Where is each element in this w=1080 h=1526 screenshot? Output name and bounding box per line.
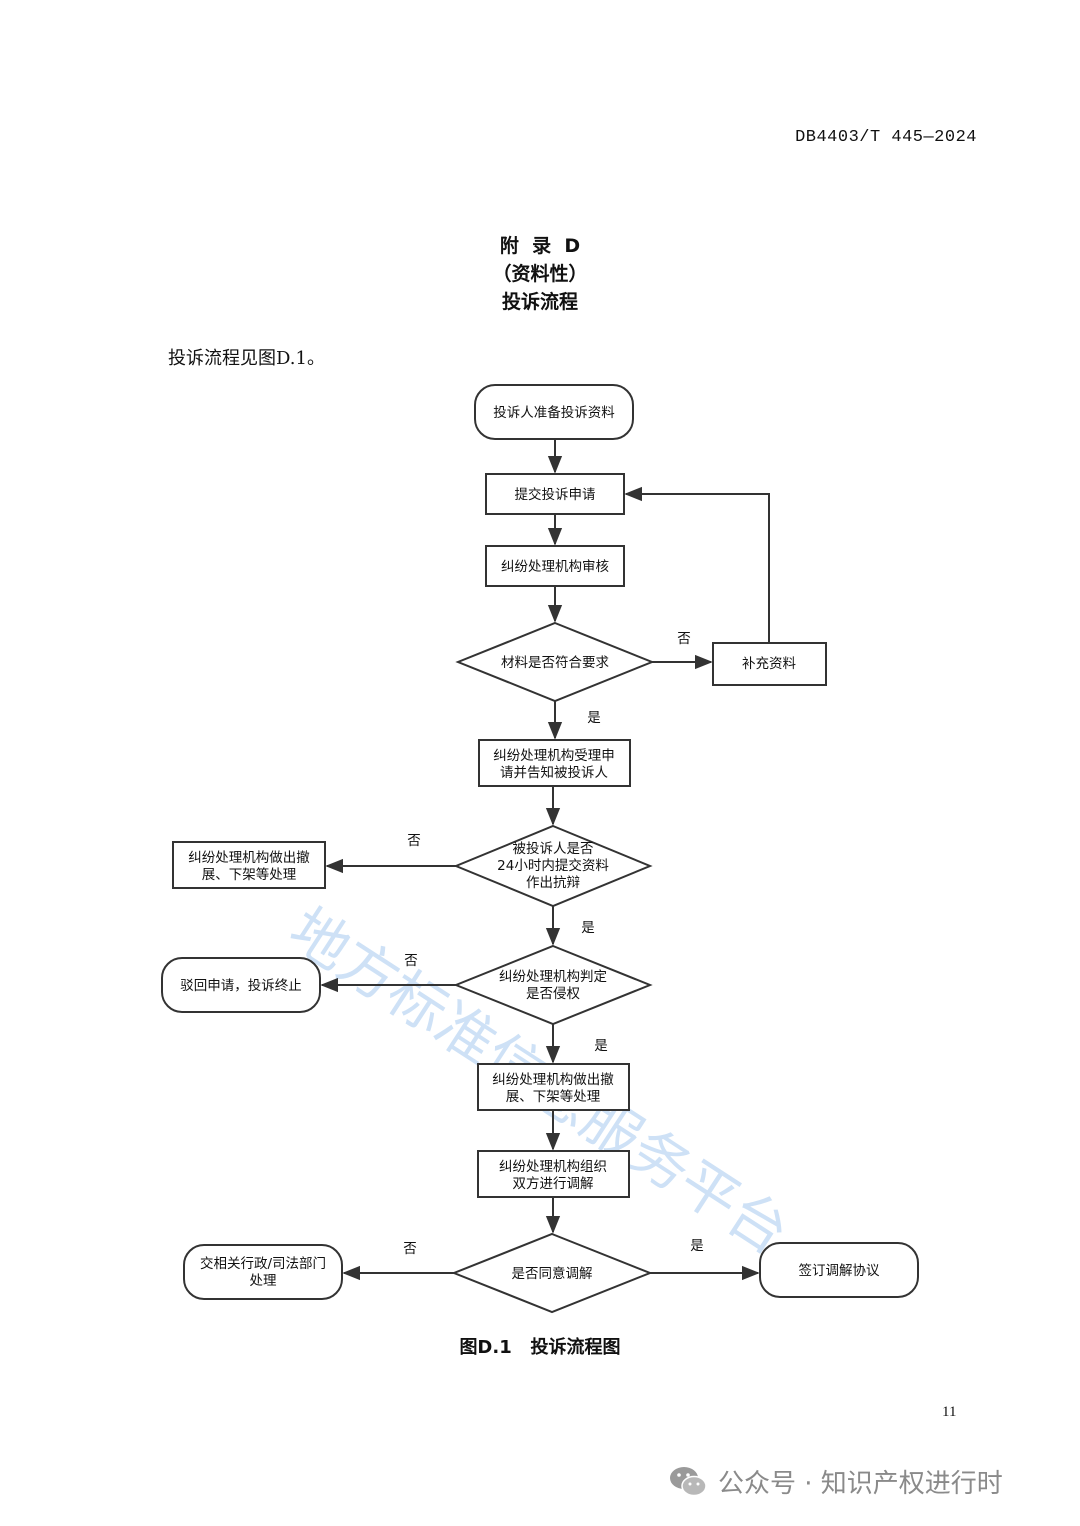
node-transfer-label-1: 交相关行政/司法部门 bbox=[200, 1255, 326, 1272]
wechat-icon bbox=[670, 1466, 707, 1496]
node-takedown-left bbox=[172, 841, 326, 889]
node-mediate-label-2: 双方进行调解 bbox=[513, 1176, 594, 1192]
intro-text: 投诉流程见图D.1。 bbox=[168, 348, 325, 369]
page-number: 11 bbox=[942, 1404, 957, 1420]
decision-defend-label-3: 作出抗辩 bbox=[526, 875, 580, 891]
decision-materials-label: 材料是否符合要求 bbox=[501, 655, 609, 671]
node-sign bbox=[759, 1242, 919, 1298]
label-no-materials: 否 bbox=[677, 631, 691, 647]
appendix-heading: 附 录 D （资料性） 投诉流程 bbox=[0, 232, 1080, 316]
node-takedown-label-1: 纠纷处理机构做出撤 bbox=[492, 1072, 614, 1088]
node-mediate bbox=[477, 1150, 630, 1198]
decision-infringe-label-2: 是否侵权 bbox=[526, 985, 580, 1002]
appendix-label: 附 录 D bbox=[499, 235, 581, 257]
label-yes-materials: 是 bbox=[587, 710, 601, 726]
decision-defend-label-2: 24小时内提交资料 bbox=[497, 857, 609, 874]
decision-agree bbox=[451, 1232, 653, 1314]
node-supplement-label: 补充资料 bbox=[742, 656, 796, 672]
node-reject-label: 驳回申请，投诉终止 bbox=[180, 978, 302, 994]
node-start-label: 投诉人准备投诉资料 bbox=[493, 404, 615, 421]
node-supplement bbox=[712, 642, 827, 686]
edge-supplement-submit bbox=[624, 486, 770, 643]
node-accept bbox=[478, 739, 631, 787]
label-no-defend: 否 bbox=[407, 833, 421, 849]
label-yes-infringe: 是 bbox=[594, 1038, 608, 1054]
decision-defend-label-1: 被投诉人是否 bbox=[513, 841, 594, 857]
node-takedown bbox=[477, 1063, 630, 1111]
node-accept-label-1: 纠纷处理机构受理申 bbox=[493, 748, 615, 764]
figure-caption: 图D.1 投诉流程图 bbox=[459, 1337, 621, 1358]
complaint-flowchart: 地方标准信息服务平台 bbox=[161, 384, 919, 1314]
node-mediate-label-1: 纠纷处理机构组织 bbox=[499, 1159, 607, 1175]
footer-brand-text: 公众号 · 知识产权进行时 bbox=[718, 1469, 1003, 1499]
document-code: DB4403/T 445—2024 bbox=[795, 128, 977, 147]
node-submit-label: 提交投诉申请 bbox=[515, 486, 596, 503]
node-review-label: 纠纷处理机构审核 bbox=[501, 559, 609, 575]
node-takedown-left-label-1: 纠纷处理机构做出撤 bbox=[188, 850, 310, 866]
footer-brand: 公众号 · 知识产权进行时 bbox=[668, 1463, 1003, 1500]
appendix-title: 投诉流程 bbox=[501, 291, 578, 313]
node-transfer-label-2: 处理 bbox=[250, 1273, 277, 1289]
label-yes-agree: 是 bbox=[690, 1238, 704, 1254]
node-takedown-left-label-2: 展、下架等处理 bbox=[202, 866, 297, 883]
label-no-infringe: 否 bbox=[404, 953, 418, 969]
decision-infringe-label-1: 纠纷处理机构判定 bbox=[499, 969, 607, 985]
label-yes-defend: 是 bbox=[581, 920, 595, 936]
appendix-type: （资料性） bbox=[492, 263, 588, 285]
node-takedown-label-2: 展、下架等处理 bbox=[506, 1088, 601, 1105]
decision-agree-label: 是否同意调解 bbox=[512, 1265, 593, 1282]
node-transfer bbox=[183, 1244, 343, 1300]
node-accept-label-2: 请并告知被投诉人 bbox=[500, 764, 608, 781]
node-sign-label: 签订调解协议 bbox=[799, 1262, 880, 1279]
label-no-agree: 否 bbox=[403, 1241, 417, 1257]
node-reject bbox=[161, 957, 321, 1013]
